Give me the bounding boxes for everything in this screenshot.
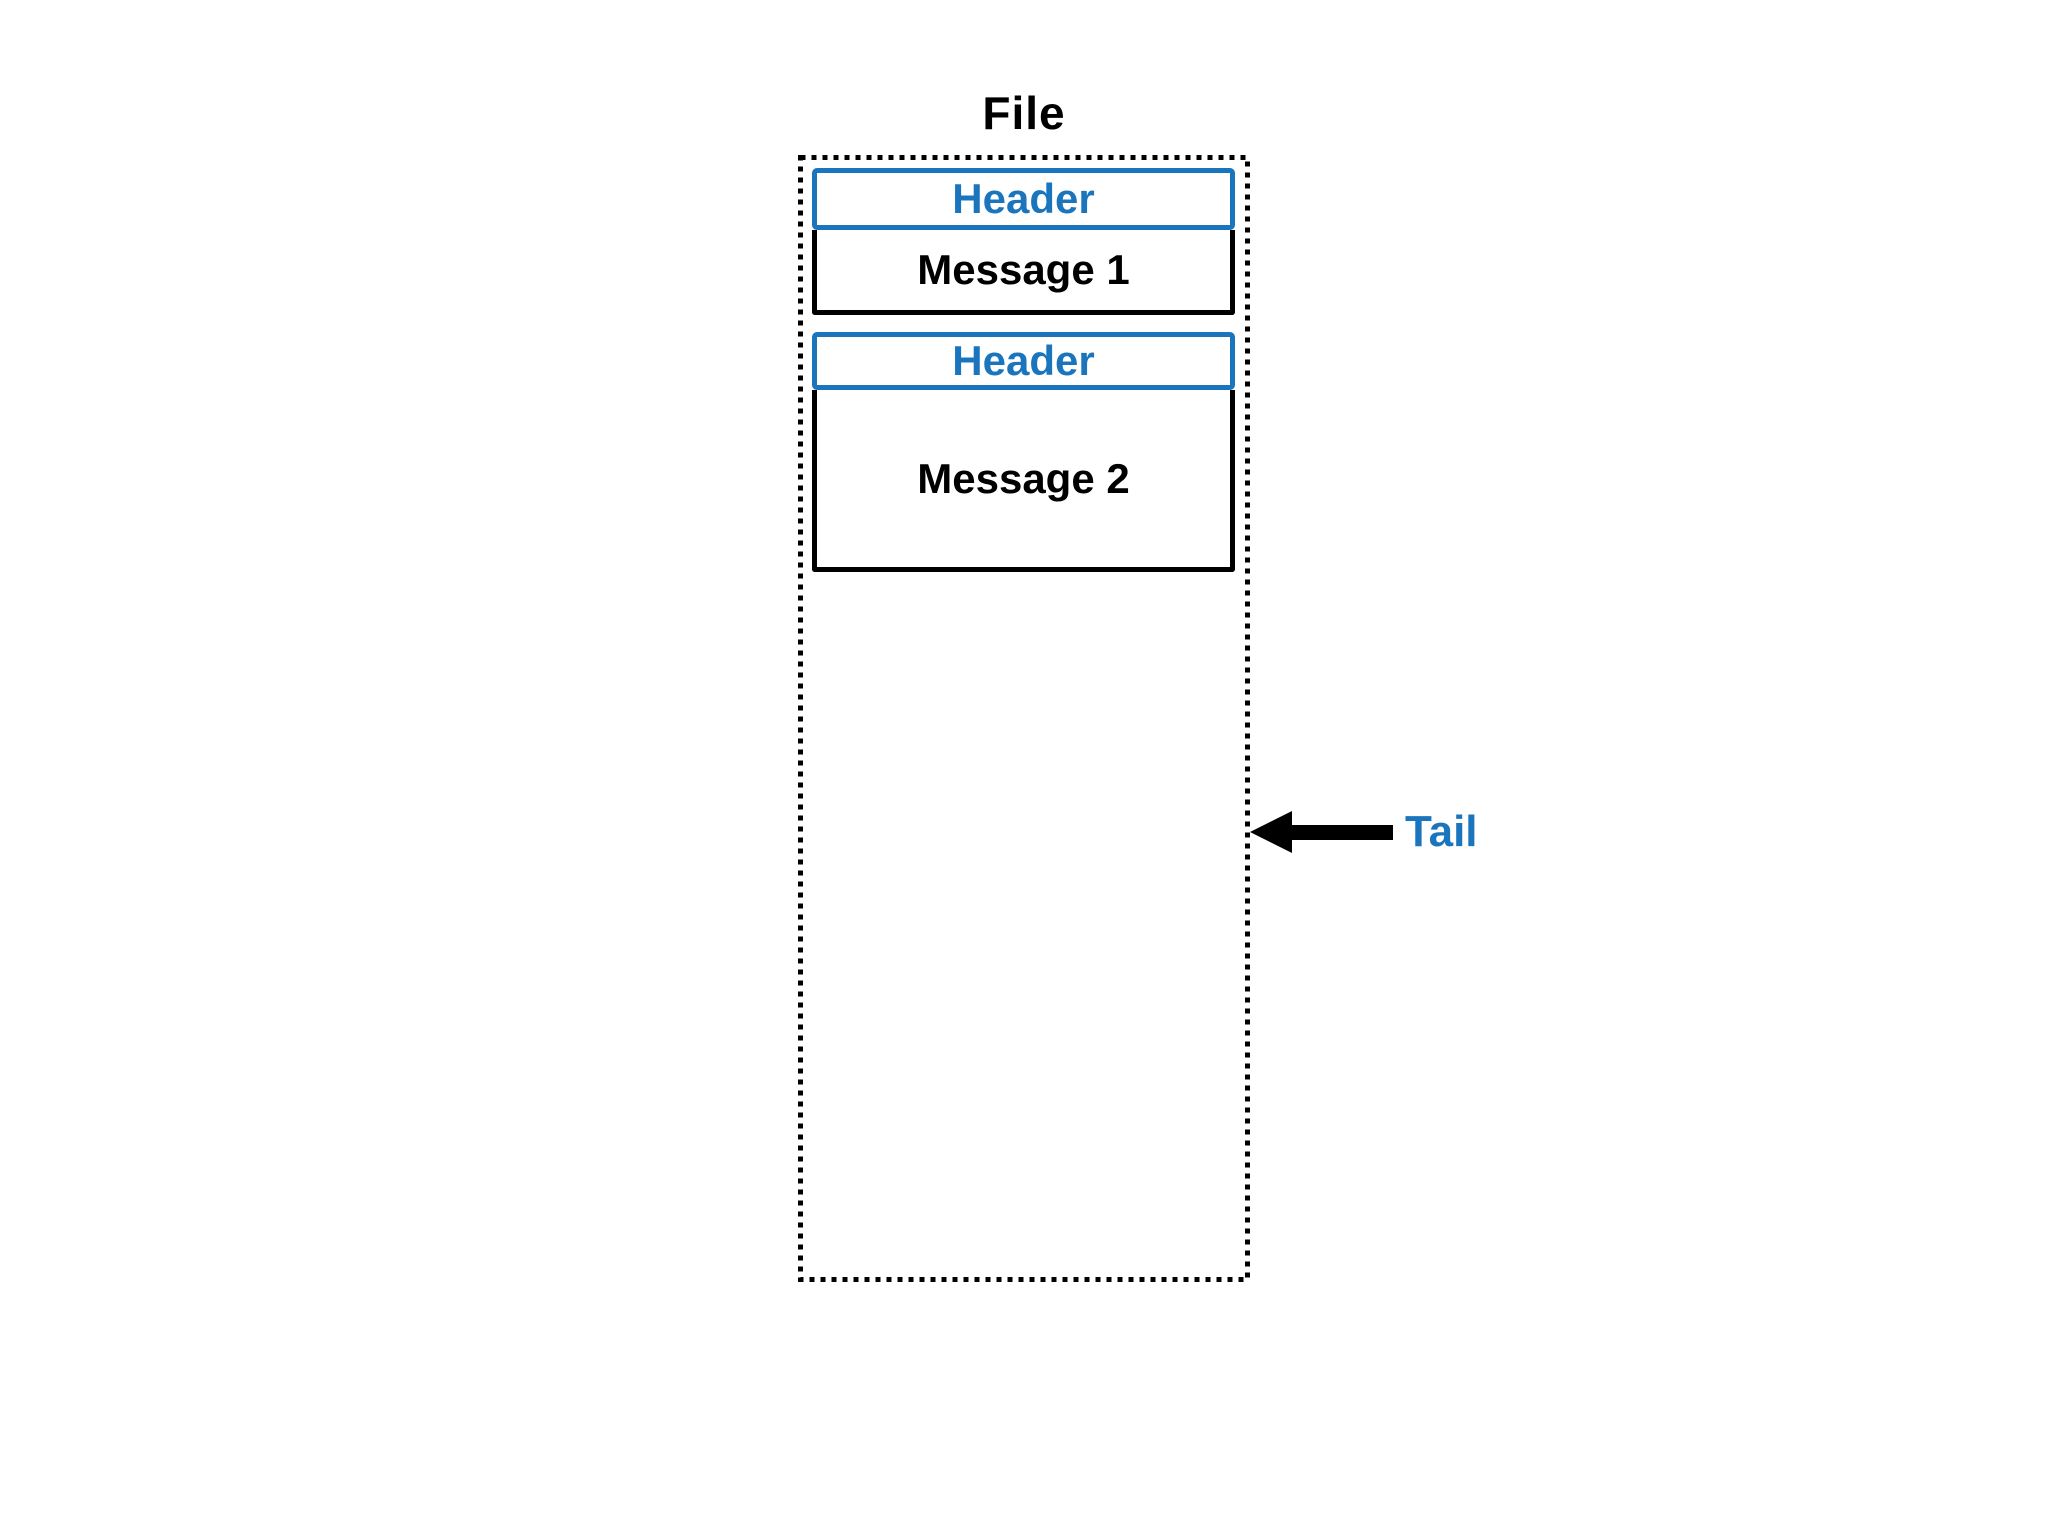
tail-arrow-head — [1250, 811, 1292, 853]
file-boundary-dotted-rect — [798, 155, 1250, 1282]
message-label-1: Message 1 — [917, 246, 1130, 293]
tail-arrow-icon — [1250, 811, 1393, 853]
message-box-1: Message 1 — [812, 230, 1235, 315]
file-title: File — [982, 87, 1066, 139]
header-box-1: Header — [812, 168, 1235, 230]
header-label-2: Header — [952, 337, 1095, 384]
message-label-2: Message 2 — [917, 454, 1130, 502]
header-label-1: Header — [952, 175, 1095, 222]
header-box-2: Header — [812, 332, 1235, 390]
message-box-2: Message 2 — [812, 390, 1235, 572]
tail-label: Tail — [1405, 807, 1478, 856]
tail-arrow-shaft — [1290, 825, 1393, 840]
dotted-border-line — [798, 155, 1250, 1282]
